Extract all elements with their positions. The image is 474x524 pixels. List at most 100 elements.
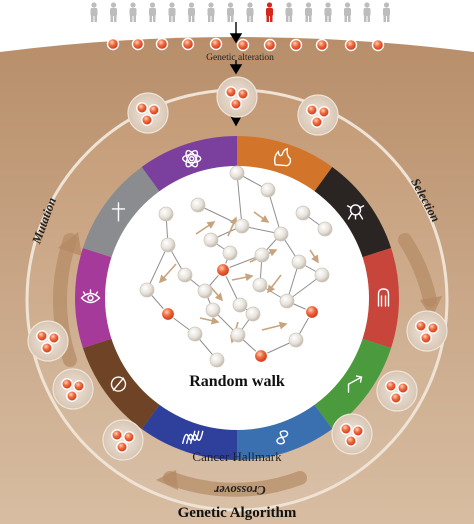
hallmark-segment-black xyxy=(313,166,392,258)
cell xyxy=(306,104,318,116)
hallmark-segment-magenta xyxy=(74,247,113,349)
network-node xyxy=(187,326,203,342)
cell xyxy=(427,322,439,334)
person-icon xyxy=(266,2,273,22)
cell xyxy=(36,330,48,342)
cell-group xyxy=(331,413,373,455)
network-node xyxy=(254,247,270,263)
network-node xyxy=(229,165,245,181)
genetic-alteration-label: Genetic alteration xyxy=(206,53,274,63)
alteration-arrows xyxy=(229,22,243,127)
cell xyxy=(237,88,249,100)
cell-group xyxy=(216,76,258,118)
hallmark-icons xyxy=(80,147,390,445)
hallmark-segment-green xyxy=(313,338,392,430)
cell xyxy=(385,380,397,392)
cell-group xyxy=(102,419,144,461)
person-icon xyxy=(188,2,195,22)
cell xyxy=(340,423,352,435)
cell xyxy=(66,390,78,402)
person-icon xyxy=(149,2,156,22)
cell-group xyxy=(52,368,94,410)
person-icon xyxy=(383,2,390,22)
hallmark-segment-orange xyxy=(237,136,333,193)
cell xyxy=(289,38,303,52)
mutated-cells-row xyxy=(106,37,385,52)
cell-group xyxy=(376,370,418,412)
network-node xyxy=(203,232,219,248)
cell xyxy=(318,106,330,118)
cell xyxy=(131,37,145,51)
cell xyxy=(344,38,358,52)
network-edge xyxy=(267,189,282,235)
person-icon xyxy=(363,2,371,22)
cell xyxy=(345,435,357,447)
null-sign-icon xyxy=(110,376,127,392)
flame-icon xyxy=(274,147,292,167)
walk-arrow xyxy=(195,221,216,235)
mutated-node xyxy=(304,304,320,320)
cell xyxy=(116,441,128,453)
network-node xyxy=(273,226,289,242)
cell xyxy=(181,37,195,51)
cell xyxy=(73,380,85,392)
cell xyxy=(48,332,60,344)
hallmark-segment-red xyxy=(361,247,399,349)
person-icon xyxy=(90,2,98,22)
network-node xyxy=(279,293,295,309)
network-nodes xyxy=(139,165,333,368)
cancer-hallmark-ring xyxy=(74,136,399,460)
mutated-node xyxy=(253,348,269,364)
walk-arrow xyxy=(309,249,319,264)
person-icon xyxy=(168,2,176,22)
network-node xyxy=(295,205,311,221)
crossover-label: Crossover xyxy=(214,483,266,497)
cell xyxy=(236,38,250,52)
person-icon xyxy=(227,2,234,22)
person-icon xyxy=(246,2,254,22)
network-node xyxy=(232,297,248,313)
walk-arrow xyxy=(158,263,177,284)
eye-icon xyxy=(80,289,101,304)
network-edge xyxy=(146,244,169,291)
cell xyxy=(371,38,385,52)
cell-group xyxy=(406,310,448,352)
person-icon xyxy=(110,2,117,22)
infinity-icon xyxy=(276,430,289,445)
walk-arrow xyxy=(261,321,288,331)
random-walk-label: Random walk xyxy=(189,373,285,390)
person-icon xyxy=(324,2,332,22)
network-node xyxy=(158,206,174,222)
cell xyxy=(230,98,242,110)
network-node xyxy=(245,306,261,322)
immune-cell-icon xyxy=(346,204,365,220)
population-row xyxy=(90,2,390,22)
cell xyxy=(263,38,277,52)
walk-arrow xyxy=(227,216,238,237)
cell xyxy=(106,37,120,51)
network-node xyxy=(252,277,268,293)
hallmark-segment-purple xyxy=(141,136,237,193)
network-node xyxy=(209,352,225,368)
walk-arrow xyxy=(253,211,270,223)
person-icon xyxy=(285,2,293,22)
network-node xyxy=(234,218,250,234)
cell xyxy=(420,332,432,344)
hallmark-segment-gray xyxy=(82,166,161,258)
network-node xyxy=(139,282,155,298)
person-icon xyxy=(207,2,215,22)
mutated-node xyxy=(160,306,176,322)
network-node xyxy=(230,327,246,343)
cell xyxy=(352,425,364,437)
network-node xyxy=(160,237,176,253)
network-node xyxy=(291,254,307,270)
network-node xyxy=(288,332,304,348)
network-node xyxy=(190,197,206,213)
walk-arrow xyxy=(231,273,254,282)
cell-groups xyxy=(27,76,448,461)
cell-group xyxy=(297,94,339,136)
cell-group xyxy=(27,320,69,362)
cell xyxy=(41,342,53,354)
cell xyxy=(123,431,135,443)
